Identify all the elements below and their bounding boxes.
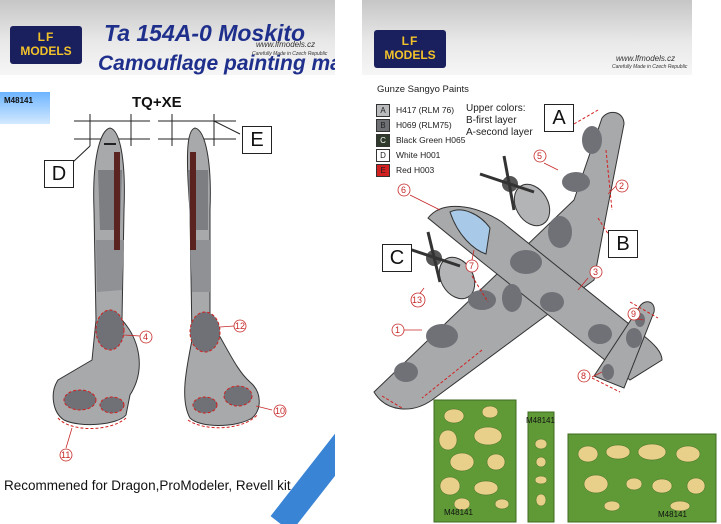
left-panel: LF MODELS Ta 154A-0 Moskito Camouflage p… [0,0,335,524]
paint-swatch: D [376,149,390,162]
view-label-a: A [544,104,574,132]
product-title: Ta 154A-0 Moskito [104,20,306,46]
mask-number-3: 3 [593,267,598,277]
made-in-note: Carefully Made in Czech Republic [612,64,688,70]
propeller-lines [72,114,241,163]
made-in-note: Carefully Made in Czech Republic [252,51,328,57]
registration-code: TQ+XE [132,94,182,111]
mask-number-markers: 5 2 6 7 3 13 9 1 8 [391,149,641,383]
mask-number-6: 6 [401,185,406,195]
mask-number-markers: 4 12 10 11 [59,319,287,462]
upper-colors-note: Upper colors: B-first layer A-second lay… [466,103,533,138]
top-view-drawing: 5 2 6 7 3 13 9 1 8 [373,109,717,523]
mask-number-7: 7 [469,261,474,271]
mask-number-8: 8 [581,371,586,381]
product-code: M48141 [4,96,33,105]
mask-number-12: 12 [235,321,245,331]
sheet-code-2: M48141 [526,416,555,425]
mask-number-5: 5 [537,151,542,161]
sheet-code-3: M48141 [658,510,687,519]
mask-number-9: 9 [631,309,636,319]
website-link[interactable]: www.lfmodels.cz [256,40,316,49]
lf-models-logo: LF MODELS [10,26,82,64]
mask-leader-lines [65,325,273,449]
aircraft-side-view-1 [52,127,140,429]
product-subtitle: Camouflage painting mask [98,52,335,75]
mask-sheet-3 [567,433,717,523]
mask-number-4: 4 [143,332,148,342]
mask-sheet-1 [433,399,517,523]
mask-number-11: 11 [61,450,70,460]
sheet-code-1: M48141 [444,508,473,517]
paint-swatch: C [376,134,390,147]
view-label-d: D [44,160,74,188]
mask-number-10: 10 [275,406,285,416]
view-label-c: C [382,244,412,272]
website-link[interactable]: www.lfmodels.cz [616,54,676,63]
paint-swatch: E [376,164,390,177]
aircraft-top-view [373,109,663,410]
right-panel: LF MODELS www.lfmodels.cz Carefully Made… [362,0,721,524]
mask-sheet-2 [527,411,555,523]
side-views-drawing: 4 12 10 11 [52,114,287,462]
aircraft-side-view-2 [184,127,260,429]
mask-number-13: 13 [412,295,422,305]
mask-number-2: 2 [619,181,624,191]
kit-recommendation: Recommened for Dragon,ProModeler, Revell… [4,478,291,493]
view-label-e: E [242,126,272,154]
product-code-badge: M48141 [0,92,50,124]
paint-swatch: B [376,119,390,132]
view-label-b: B [608,230,638,258]
paints-title: Gunze Sangyo Paints [377,84,469,95]
paint-swatch: A [376,104,390,117]
mask-number-1: 1 [395,325,400,335]
lf-models-logo: LF MODELS [374,30,446,68]
